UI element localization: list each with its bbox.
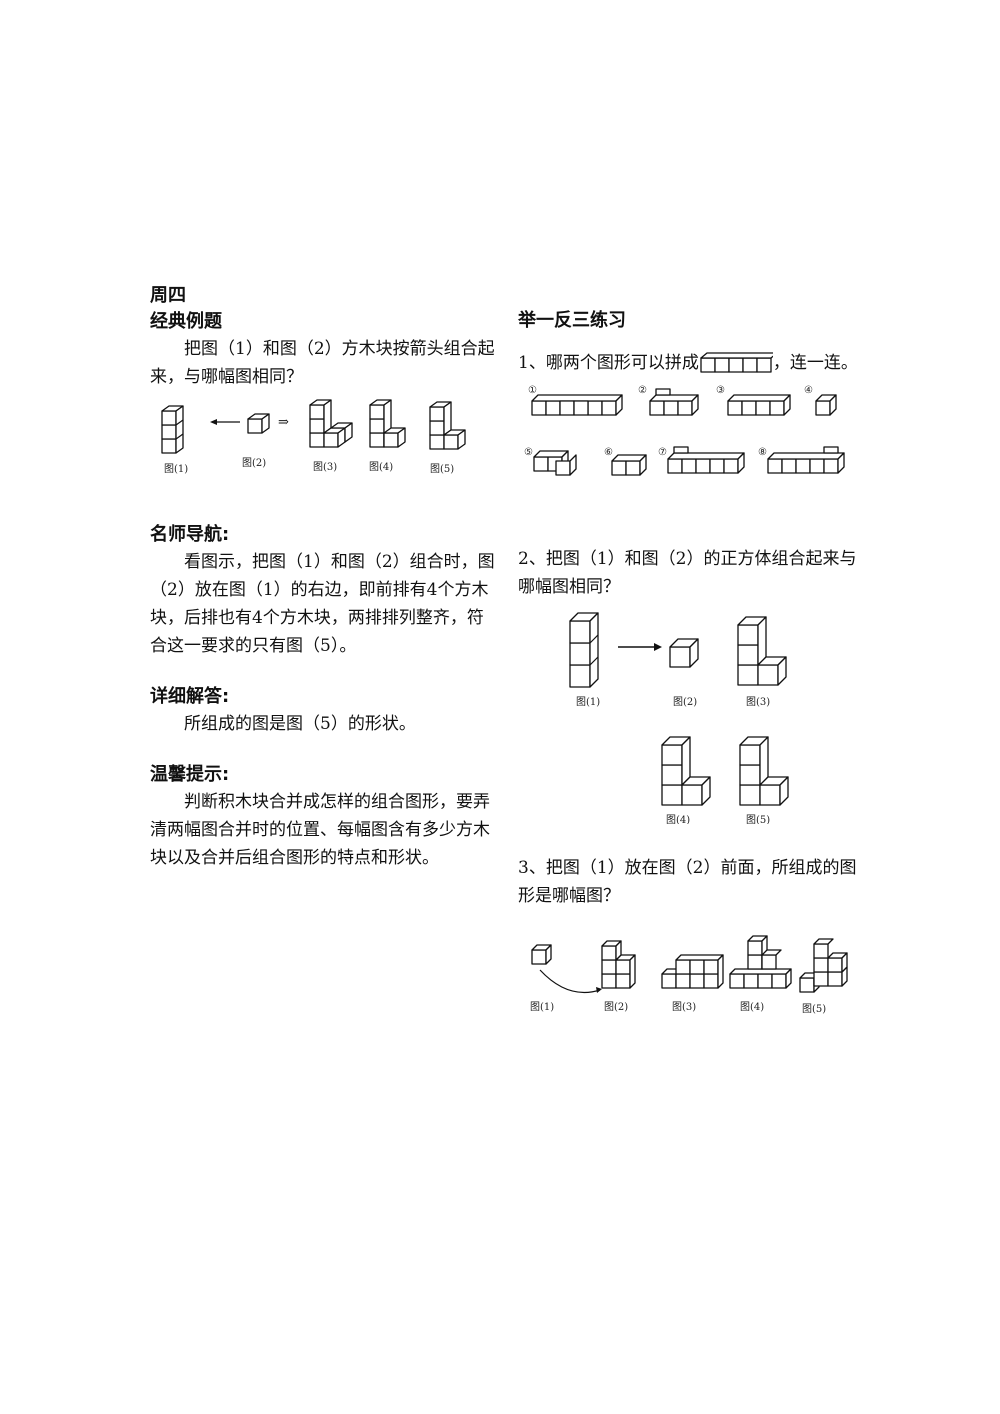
q2-fig4-cubes: [661, 736, 711, 806]
q2-fig1-label: 图(1): [576, 696, 600, 708]
example-fig4-label: 图(4): [369, 461, 393, 473]
day-heading: 周四: [150, 285, 186, 306]
q1-shape-8: [767, 446, 845, 474]
q1-num-2: ②: [638, 385, 647, 396]
q1-shapes-figure: ① ② ③ ④ ⑤ ⑥ ⑦ ⑧: [524, 385, 845, 476]
q3-fig2-cubes: [601, 940, 636, 989]
practice-heading: 举一反三练习: [518, 310, 626, 331]
example-fig5-label: 图(5): [430, 463, 454, 475]
double-arrow-icon: ⇒: [278, 415, 289, 430]
example-fig1-label: 图(1): [164, 463, 188, 475]
q1-num-7: ⑦: [658, 447, 667, 458]
q1-shape-7: [667, 446, 745, 474]
guide-heading: 名师导航:: [150, 524, 230, 545]
question-3-text: 3、把图（1）放在图（2）前面，所组成的图形是哪幅图？: [518, 858, 857, 906]
example-fig2-cube: [247, 413, 270, 434]
q3-fig4-cubes: [729, 935, 792, 989]
question-2-text: 2、把图（1）和图（2）的正方体组合起来与哪幅图相同？: [518, 549, 857, 597]
q1-num-4: ④: [804, 385, 813, 396]
example-fig3-label: 图(3): [313, 461, 337, 473]
q2-fig5-cubes: [739, 736, 789, 806]
answer-heading: 详细解答:: [150, 686, 230, 707]
tip-heading: 温馨提示:: [150, 764, 230, 785]
question-1-after: ，连一连。: [772, 353, 858, 373]
left-column: 周四 经典例题 把图（1）和图（2）方木块按箭头组合起来，与哪幅图相同？ ⇒: [150, 283, 495, 872]
q2-fig2-label: 图(2): [673, 696, 697, 708]
q3-fig1-cube: [531, 944, 552, 965]
q1-shape-2: [649, 388, 699, 416]
example-fig1-cubes: [161, 405, 184, 454]
answer-text: 所组成的图是图（5）的形状。: [184, 714, 416, 734]
q1-shape-6: [611, 454, 647, 476]
example-fig4-cubes: [369, 399, 406, 448]
q2-fig2-cubes: [669, 638, 699, 668]
q2-figure: 图(1) 图(2) 图(3) 图(4) 图(5): [569, 612, 789, 824]
example-fig5-cubes: [429, 401, 466, 450]
q1-shape-1: [531, 394, 623, 416]
example-heading: 经典例题: [150, 311, 222, 332]
guide-text: 看图示，把图（1）和图（2）组合时，图（2）放在图（1）的右边，即前排有4个方木…: [150, 552, 495, 656]
q2-fig3-label: 图(3): [746, 696, 770, 708]
q3-fig4-label: 图(4): [740, 1001, 764, 1013]
question-1-before: 1、哪两个图形可以拼成: [518, 353, 699, 373]
q3-fig2-label: 图(2): [604, 1001, 628, 1013]
q3-fig3-label: 图(3): [672, 1001, 696, 1013]
right-column: 举一反三练习 1、哪两个图形可以拼成 ，连一连。 ① ② ③ ④ ⑤ ⑥ ⑦ ⑧: [518, 308, 858, 1016]
q1-num-8: ⑧: [758, 447, 767, 458]
q1-num-1: ①: [528, 385, 537, 396]
q1-num-3: ③: [716, 385, 725, 396]
q3-fig5-cubes: [799, 938, 848, 993]
q2-fig3-cubes: [737, 616, 787, 686]
q1-num-5: ⑤: [524, 447, 533, 458]
q1-shape-4: [815, 394, 837, 416]
example-fig2-label: 图(2): [242, 457, 266, 469]
question-1-text: 1、哪两个图形可以拼成 ，连一连。: [518, 348, 858, 377]
tip-text: 判断积木块合并成怎样的组合图形，要弄清两幅图合并时的位置、每幅图含有多少方木块以…: [150, 792, 490, 868]
example-figure: ⇒: [161, 399, 466, 475]
q3-fig3-cubes: [661, 954, 724, 989]
q3-fig1-label: 图(1): [530, 1001, 554, 1013]
q1-shape-5: [533, 450, 577, 476]
q1-shape-3: [727, 394, 791, 416]
q1-num-6: ⑥: [604, 447, 613, 458]
example-text: 把图（1）和图（2）方木块按箭头组合起来，与哪幅图相同？: [150, 339, 495, 387]
q3-figure: 图(1) 图(2) 图(3) 图(4) 图(5): [530, 935, 848, 1015]
q2-fig5-label: 图(5): [746, 814, 770, 824]
example-fig3-cubes: [309, 399, 353, 448]
q3-fig5-label: 图(5): [802, 1003, 826, 1015]
q1-target-bar-figure: [700, 352, 773, 373]
q2-fig1-cubes: [569, 612, 599, 688]
q2-fig4-label: 图(4): [666, 814, 690, 824]
